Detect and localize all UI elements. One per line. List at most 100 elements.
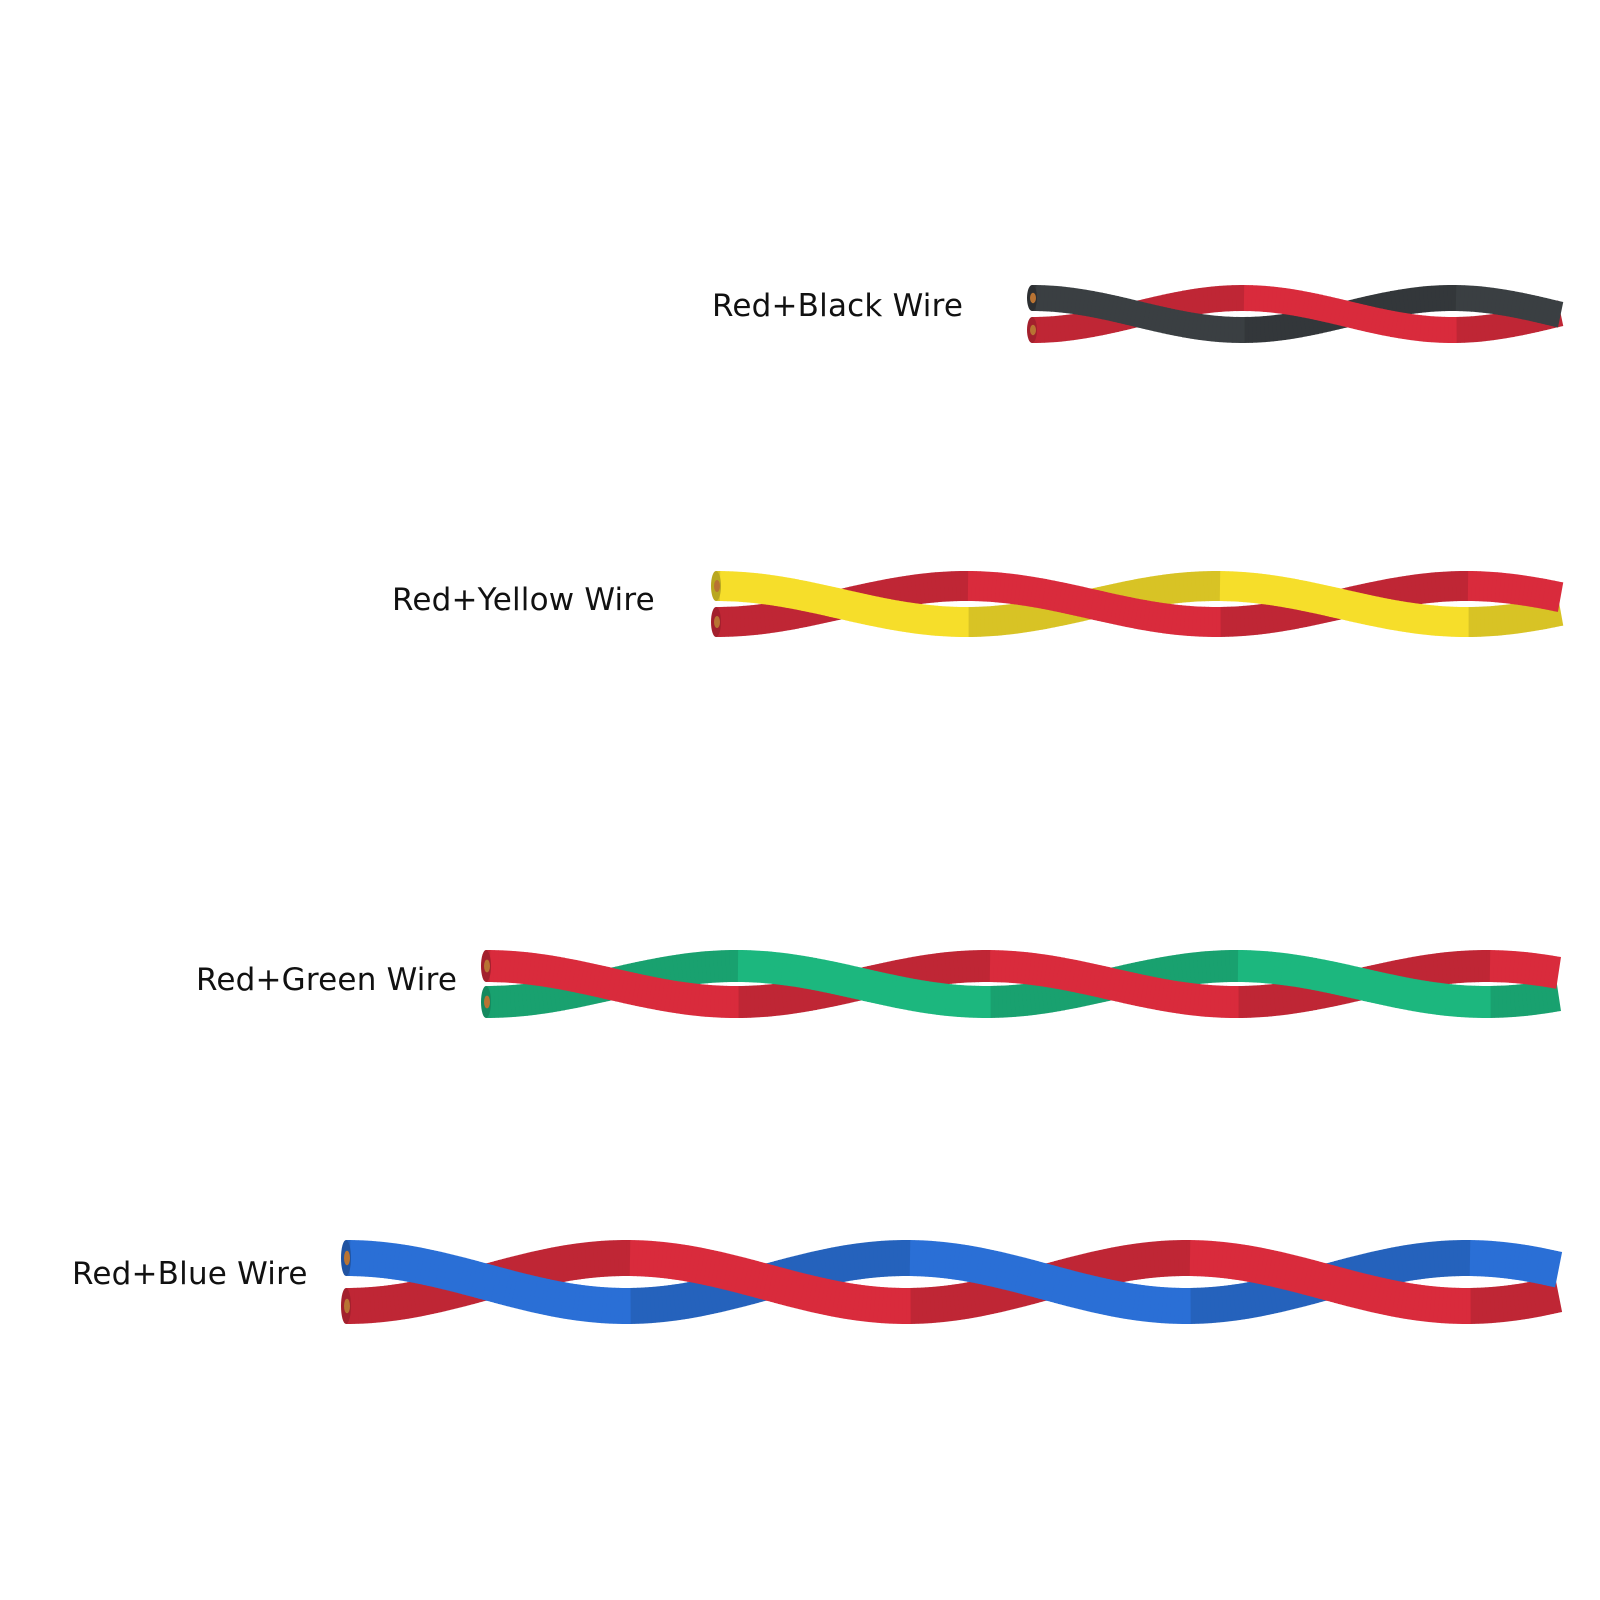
strand-b-segment (1342, 964, 1354, 998)
strand-b-segment (1280, 953, 1289, 986)
strand-b-segment (1043, 980, 1053, 1013)
strand-a-segment (1549, 300, 1560, 327)
strand-b-segment (734, 1257, 747, 1294)
strand-b-segment (831, 962, 842, 995)
strand-b-segment (1010, 574, 1019, 605)
strand-b-segment (1070, 313, 1079, 341)
strand-b-segment (1277, 600, 1287, 632)
strand-a-segment (865, 595, 876, 626)
strand-b-segment (1078, 312, 1087, 339)
strand-a-segment (795, 980, 805, 1013)
strand-a-segment (911, 956, 921, 989)
strand-b-segment (1342, 1269, 1355, 1306)
strand-a-segment (1281, 577, 1291, 608)
strand-b-segment (1049, 580, 1060, 612)
strand-a-segment (1361, 594, 1372, 625)
strand-a-segment (526, 1275, 539, 1312)
strand-b-segment (1350, 1271, 1363, 1309)
strand-a-segment (1154, 575, 1163, 606)
strand-b-segment (1542, 1278, 1554, 1315)
strand-a-segment (1070, 287, 1079, 315)
strand-a-segment (1180, 982, 1189, 1015)
strand-a-segment (1251, 1280, 1262, 1318)
strand-b-segment (1317, 1263, 1331, 1300)
strand-a-segment (1141, 577, 1151, 608)
strand-a-segment (1511, 1243, 1521, 1280)
strand-b-segment (874, 972, 886, 1005)
strand-a-segment (1163, 979, 1173, 1012)
strand-a-segment (542, 1279, 554, 1316)
strand-a-segment (1167, 980, 1177, 1013)
strand-a-segment (1287, 981, 1297, 1014)
strand-a-segment (1285, 578, 1295, 609)
strand-b-segment (1094, 1250, 1107, 1287)
strand-a-segment (473, 1262, 487, 1299)
strand-b-segment (967, 1281, 978, 1318)
strand-b-segment (1529, 577, 1539, 608)
strand-a-segment (1533, 296, 1544, 323)
strand-b-segment (826, 1280, 838, 1317)
strand-a-segment (679, 1282, 690, 1320)
strand-a-segment (1055, 957, 1066, 990)
strand-b-segment (1090, 1251, 1103, 1288)
strand-b-segment (680, 953, 689, 986)
strand-a-segment (1502, 289, 1511, 317)
strand-a-segment (1125, 580, 1136, 611)
strand-a-segment (893, 600, 903, 631)
strand-b-segment (781, 600, 791, 631)
strand-a-segment (1278, 314, 1287, 341)
strand-a-segment (766, 574, 775, 606)
strand-b-segment (978, 1279, 990, 1316)
strand-a-segment (1398, 289, 1407, 316)
strand-b-segment (838, 964, 850, 997)
strand-a-segment (1135, 1284, 1145, 1322)
strand-b-segment (559, 1245, 570, 1282)
strand-a-segment (959, 1244, 970, 1282)
strand-a-segment (1486, 287, 1495, 314)
strand-a-segment (843, 1244, 854, 1282)
strand-b-segment (1115, 1246, 1126, 1283)
strand-a-segment (485, 1265, 499, 1302)
strand-b-segment (1403, 977, 1414, 1011)
strand-b-segment (855, 1284, 865, 1322)
strand-a-segment (1373, 293, 1383, 321)
strand-a-segment (1289, 578, 1300, 610)
copper-core (484, 959, 490, 973)
strand-a-segment (683, 1282, 694, 1319)
wire-label-red-yellow: Red+Yellow Wire (392, 582, 655, 618)
strand-a-segment (534, 1277, 547, 1314)
strand-a-segment (1358, 1253, 1371, 1291)
strand-b-segment (1182, 290, 1191, 317)
wire-label-red-green: Red+Green Wire (196, 962, 458, 998)
copper-core (344, 1298, 350, 1314)
strand-b-segment (1370, 971, 1382, 1004)
strand-a-segment (803, 978, 814, 1012)
strand-b-segment (1374, 1277, 1387, 1314)
strand-a-segment (1407, 1244, 1417, 1281)
strand-b-segment (914, 574, 923, 605)
strand-a-segment (702, 1278, 714, 1315)
strand-a-segment (1539, 954, 1549, 987)
strand-a-segment (1086, 963, 1098, 996)
strand-a-segment (1018, 1258, 1031, 1295)
strand-a-segment (1182, 311, 1191, 338)
strand-b-segment (1290, 1255, 1303, 1293)
strand-a-segment (1106, 1280, 1118, 1317)
strand-b-segment (1077, 586, 1088, 618)
strand-a-segment (1428, 953, 1437, 987)
strand-a-segment (1083, 962, 1094, 996)
strand-b-segment (1338, 964, 1350, 997)
strand-b-segment (1133, 598, 1144, 630)
strand-a-segment (831, 1246, 842, 1284)
strand-a-segment (889, 599, 899, 631)
strand-b-segment (951, 1284, 961, 1321)
strand-a-segment (1025, 601, 1035, 632)
strand-a-segment (873, 596, 884, 628)
strand-a-segment (1377, 597, 1388, 629)
strand-b-segment (1510, 574, 1519, 605)
strand-b-segment (797, 597, 808, 628)
strand-b-segment (1135, 1242, 1145, 1280)
strand-a-segment (1282, 1273, 1295, 1311)
